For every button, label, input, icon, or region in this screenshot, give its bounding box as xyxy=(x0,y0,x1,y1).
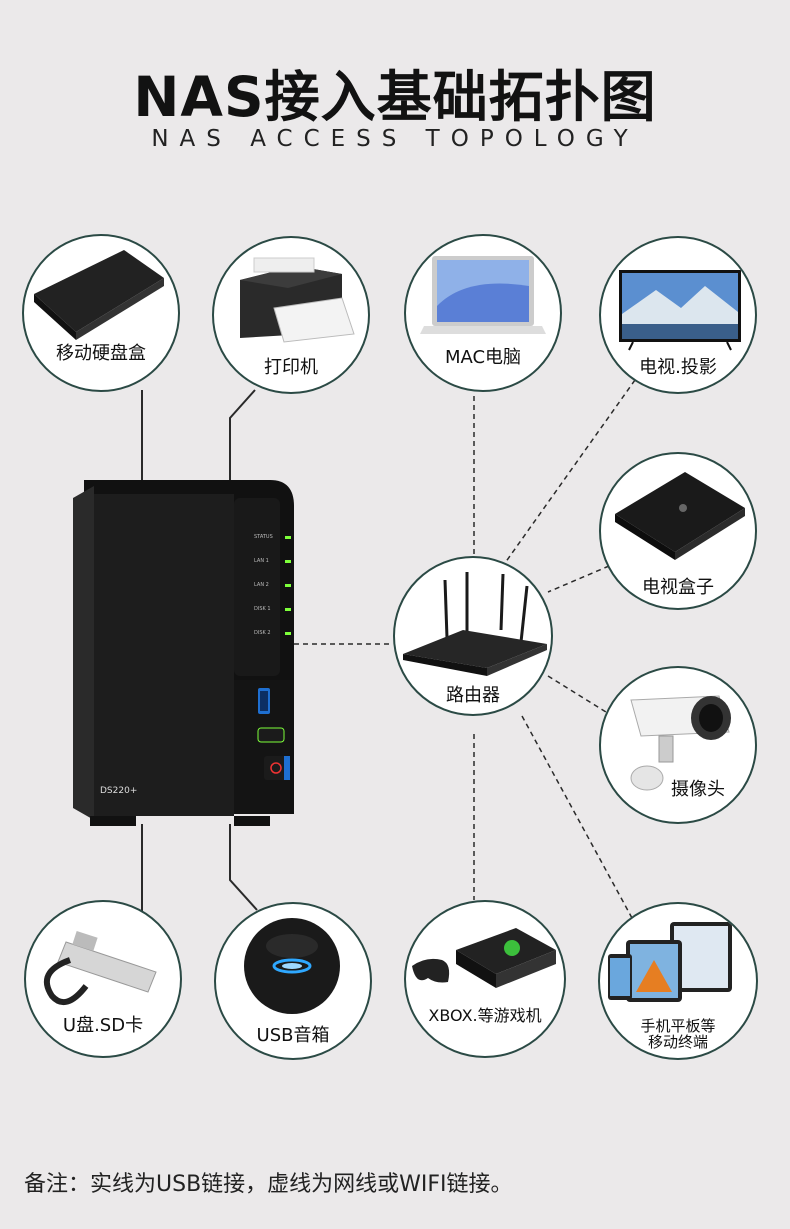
label-camera: 摄像头 xyxy=(671,779,725,800)
net-link-camera xyxy=(547,675,607,713)
nas-device: STATUS LAN 1 LAN 2 DISK 1 DISK 2 DS220+ xyxy=(70,476,300,828)
node-tv: 电视.投影 xyxy=(599,236,757,394)
camera-icon xyxy=(630,695,731,791)
node-xbox: XBOX.等游戏机 xyxy=(404,900,566,1058)
printer-icon xyxy=(240,257,355,343)
nas-illustration xyxy=(73,480,294,826)
led-label-lan2: LAN 2 xyxy=(254,582,269,588)
led-label-status: STATUS xyxy=(254,534,273,540)
node-camera: 摄像头 xyxy=(599,666,757,824)
label-router: 路由器 xyxy=(446,685,500,706)
led-label-lan1: LAN 1 xyxy=(254,558,269,564)
legend-note: 备注：实线为USB链接，虚线为网线或WIFI链接。 xyxy=(24,1172,513,1197)
tv-icon xyxy=(619,270,741,351)
node-mac: MAC电脑 xyxy=(404,234,562,392)
laptop-icon xyxy=(420,256,546,334)
label-mobile-line1: 手机平板等 xyxy=(640,1017,716,1035)
mobile-devices-icon xyxy=(608,922,732,1002)
hdd-enclosure-icon xyxy=(34,250,164,340)
nas-model-label: DS220+ xyxy=(100,786,138,796)
node-usb-speaker: USB音箱 xyxy=(214,902,372,1060)
led-label-disk2: DISK 2 xyxy=(254,630,271,636)
node-printer: 打印机 xyxy=(212,236,370,394)
label-xbox: XBOX.等游戏机 xyxy=(428,1006,542,1025)
node-router: 路由器 xyxy=(393,556,553,716)
label-portable-hdd: 移动硬盘盒 xyxy=(56,343,146,364)
label-mobile-line2: 移动终端 xyxy=(647,1033,708,1051)
node-mobile: 手机平板等 移动终端 xyxy=(598,902,758,1060)
node-portable-hdd: 移动硬盘盒 xyxy=(22,234,180,392)
router-icon xyxy=(403,572,547,676)
game-console-icon xyxy=(412,928,556,988)
page-title: NAS接入基础拓扑图 xyxy=(133,65,657,129)
usb-link-speaker xyxy=(229,824,258,911)
label-tv: 电视.投影 xyxy=(639,357,717,378)
label-mac: MAC电脑 xyxy=(444,347,522,368)
speaker-icon xyxy=(244,918,340,1014)
net-link-tv xyxy=(504,379,636,564)
led-label-disk1: DISK 1 xyxy=(254,606,271,612)
usb-link-printer xyxy=(229,389,256,480)
usb-drive-icon xyxy=(44,930,157,1006)
net-link-mobile xyxy=(521,715,633,919)
page-subtitle: NAS ACCESS TOPOLOGY xyxy=(151,126,639,152)
label-tv-box: 电视盒子 xyxy=(642,577,714,598)
net-link-tvbox xyxy=(547,565,610,593)
label-printer: 打印机 xyxy=(264,357,318,378)
label-usb-sd: U盘.SD卡 xyxy=(62,1015,144,1036)
label-usb-speaker: USB音箱 xyxy=(256,1025,330,1046)
node-tv-box: 电视盒子 xyxy=(599,452,757,610)
node-usb-sd: U盘.SD卡 xyxy=(24,900,182,1058)
tv-box-icon xyxy=(615,472,745,560)
